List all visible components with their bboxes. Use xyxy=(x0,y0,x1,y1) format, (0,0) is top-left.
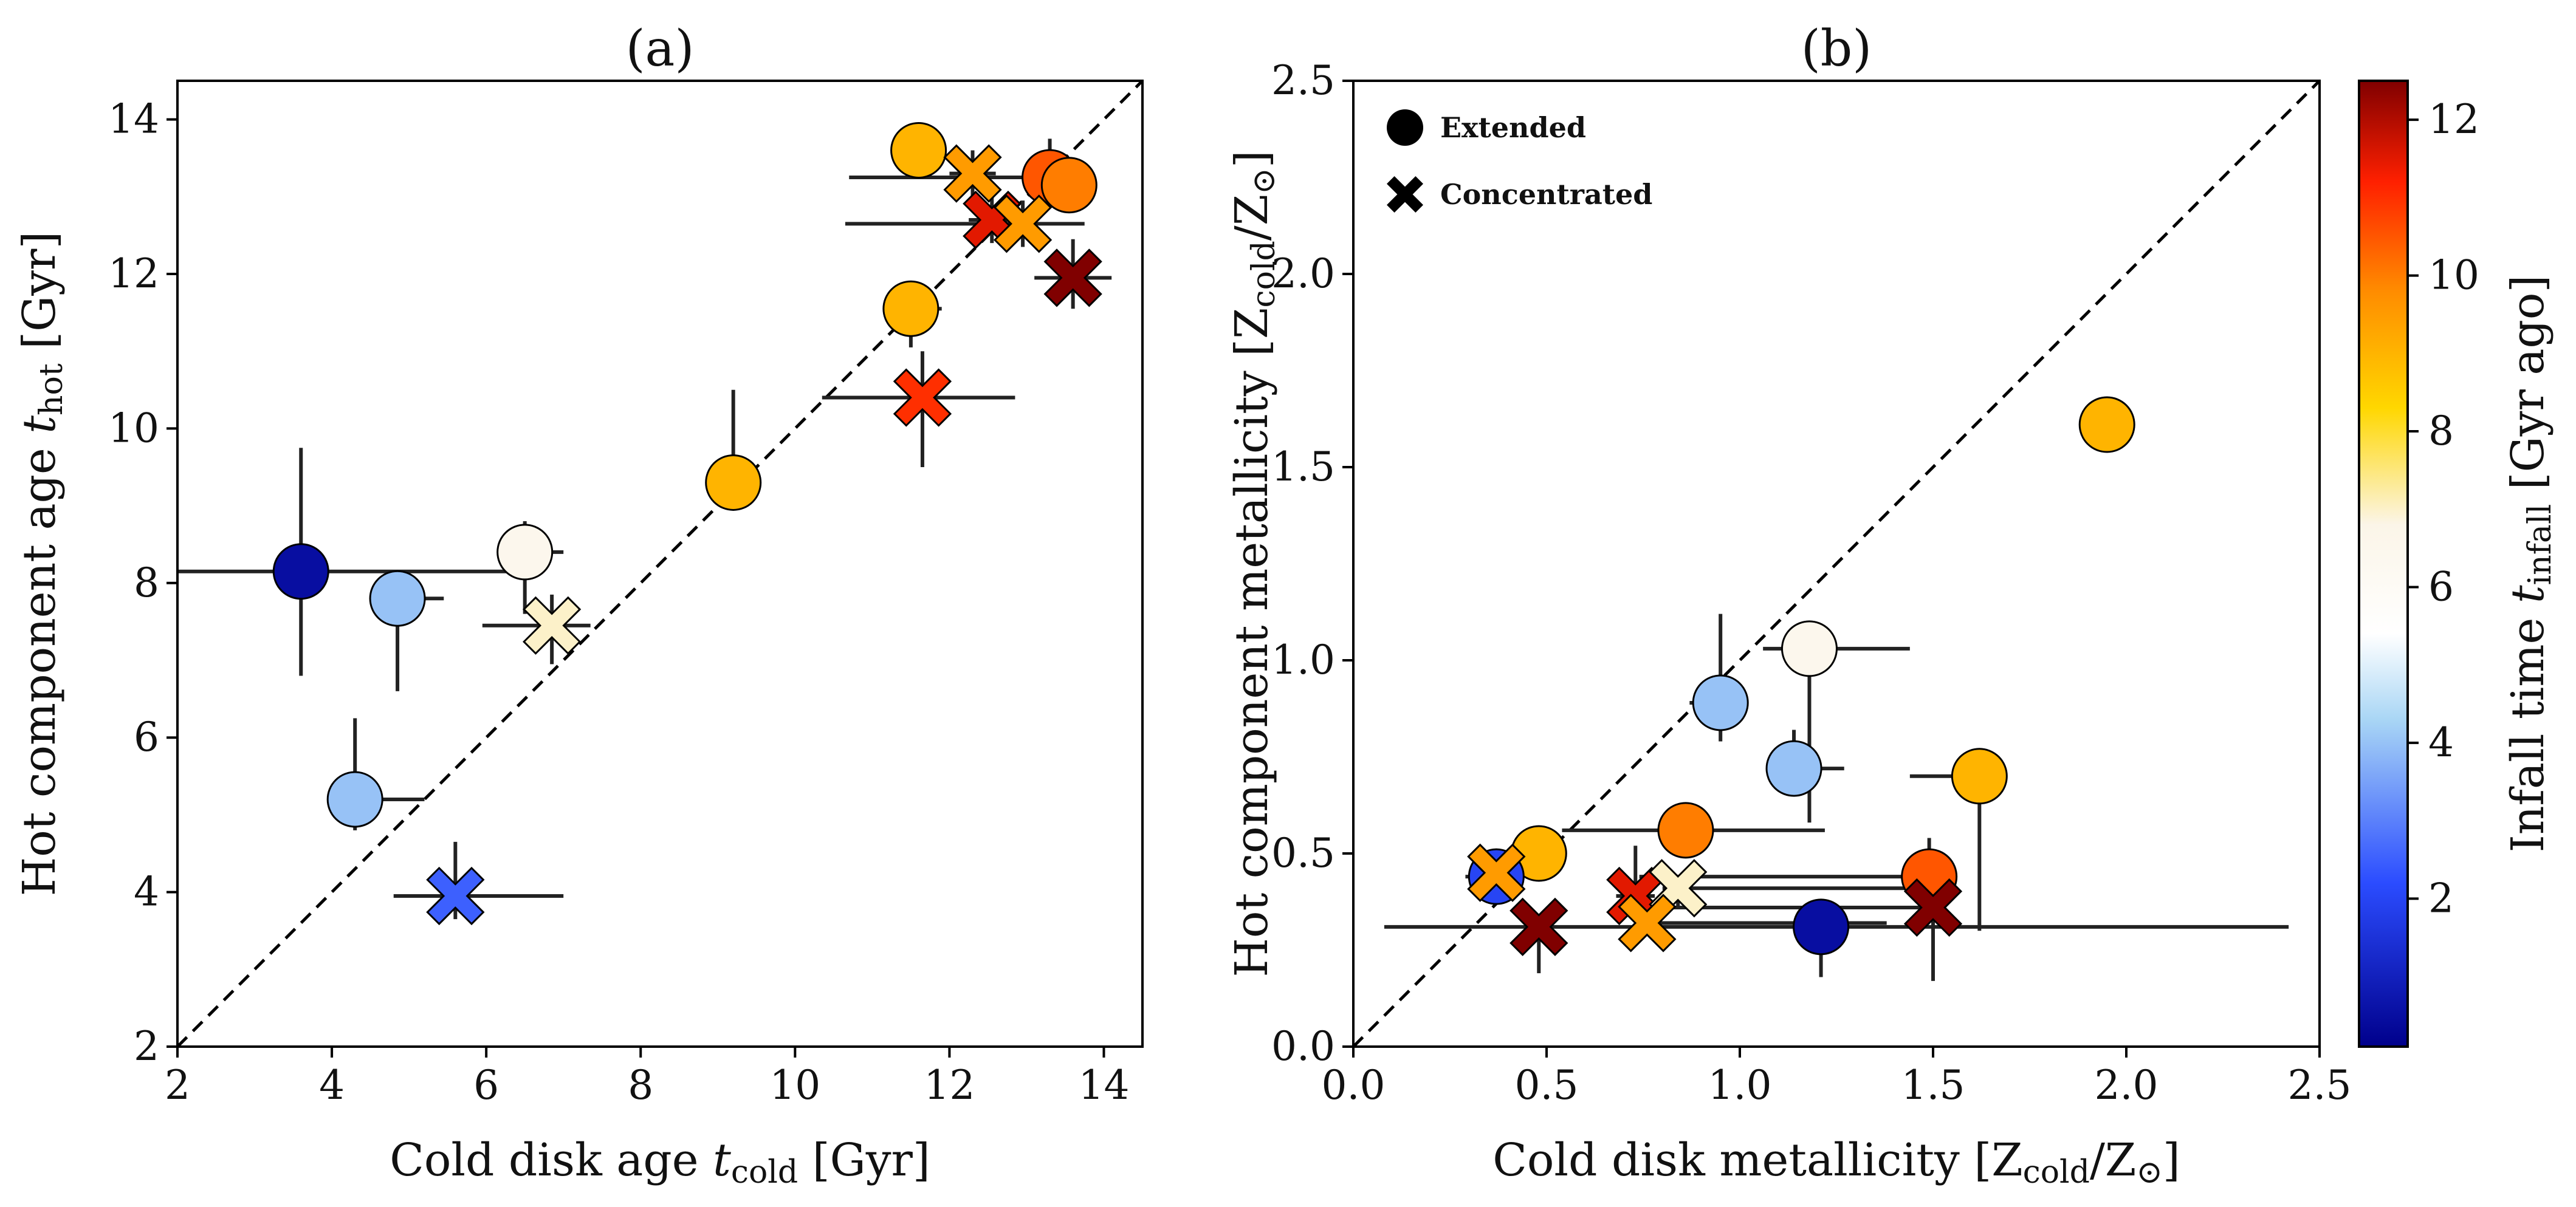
data-point-extended xyxy=(326,771,383,828)
panel-a-title: (a) xyxy=(626,20,695,78)
panel-a: (a) 2 4 6 8 10 12 14 2 4 6 8 10 12 14 Cold disk age t… xyxy=(13,20,1144,1191)
legend-marker-extended xyxy=(1387,109,1423,146)
data-point-extended xyxy=(890,121,947,179)
x-tick-label: 2 xyxy=(165,1062,190,1109)
y-tick-label: 1.0 xyxy=(1271,637,1335,683)
data-point-extended xyxy=(1781,620,1838,677)
x-tick-label: 2.0 xyxy=(2095,1062,2159,1109)
x-tick-label: 4 xyxy=(319,1062,345,1109)
colorbar-tick-label: 6 xyxy=(2428,563,2454,610)
y-tick-label: 8 xyxy=(134,559,159,606)
panel-b-title: (b) xyxy=(1801,20,1872,78)
data-point-extended xyxy=(496,524,554,581)
x-tick-label: 10 xyxy=(769,1062,820,1109)
data-point-extended xyxy=(2078,396,2135,453)
data-point-extended xyxy=(1040,157,1097,214)
data-point-extended xyxy=(1657,802,1714,859)
data-point-extended xyxy=(1692,674,1749,731)
data-point-concentrated xyxy=(893,368,952,427)
panel-b: (b) 0.0 0.5 1.0 1.5 2.0 2.5 0.0 0.5 1.0 1.5 2.0 2.5… xyxy=(1226,20,2351,1191)
y-tick-label: 6 xyxy=(134,714,159,761)
panel-b-x-label: Cold disk metallicity [Zcold/Z⊙] xyxy=(1492,1134,2180,1191)
panel-b-y-label: Hot component metallicity [Zcold/Z⊙] xyxy=(1226,150,1282,977)
y-tick-label: 12 xyxy=(108,250,159,297)
panel-a-frame xyxy=(176,80,1144,1048)
y-tick-label: 14 xyxy=(108,96,159,143)
data-point-concentrated xyxy=(523,596,582,655)
data-point-extended xyxy=(1793,898,1850,956)
y-tick-label: 0.5 xyxy=(1271,830,1335,877)
data-point-concentrated xyxy=(1467,843,1526,902)
data-point-extended xyxy=(369,570,426,627)
data-point-extended xyxy=(882,280,939,337)
data-point-concentrated xyxy=(1510,897,1568,956)
y-tick-label: 4 xyxy=(134,869,159,915)
legend: Extended Concentrated xyxy=(1387,109,1652,213)
colorbar-tick-label: 8 xyxy=(2428,408,2454,454)
data-point-concentrated xyxy=(426,866,485,926)
x-tick-label: 1.5 xyxy=(1901,1062,1965,1109)
panel-b-frame xyxy=(1352,80,2321,1048)
colorbar-label: Infall time tinfall [Gyr ago] xyxy=(2502,275,2558,853)
x-tick-label: 0.0 xyxy=(1322,1062,1386,1109)
data-point-concentrated xyxy=(1043,248,1102,307)
legend-label-extended: Extended xyxy=(1440,111,1586,144)
x-tick-label: 2.5 xyxy=(2288,1062,2352,1109)
colorbar-tick-label: 12 xyxy=(2428,96,2479,143)
panel-a-y-label: Hot component age thot [Gyr] xyxy=(13,231,70,897)
colorbar: 2 4 6 8 10 12 Infall time tinfall [Gyr ago] xyxy=(2358,80,2558,1048)
x-tick-label: 12 xyxy=(924,1062,975,1109)
colorbar-tick-label: 4 xyxy=(2428,719,2454,766)
data-point-extended xyxy=(1951,748,2008,805)
colorbar-tick-label: 10 xyxy=(2428,252,2479,299)
data-point-concentrated xyxy=(1618,894,1677,952)
y-tick-label: 2.0 xyxy=(1271,250,1335,297)
data-point-concentrated xyxy=(1903,878,1963,937)
legend-label-concentrated: Concentrated xyxy=(1440,178,1652,211)
data-point-extended xyxy=(705,454,762,511)
colorbar-tick-label: 2 xyxy=(2428,875,2454,921)
y-tick-label: 1.5 xyxy=(1271,443,1335,490)
x-tick-label: 1.0 xyxy=(1708,1062,1772,1109)
y-tick-label: 10 xyxy=(108,405,159,451)
x-tick-label: 0.5 xyxy=(1515,1062,1579,1109)
data-point-extended xyxy=(1765,740,1822,797)
colorbar-gradient xyxy=(2359,81,2408,1047)
y-tick-label: 2 xyxy=(134,1023,159,1070)
legend-marker-concentrated xyxy=(1387,176,1423,213)
y-tick-label: 2.5 xyxy=(1271,57,1335,104)
panel-a-x-label: Cold disk age tcold [Gyr] xyxy=(390,1134,930,1191)
data-point-extended xyxy=(272,543,329,600)
data-point-concentrated xyxy=(993,194,1053,253)
x-tick-label: 8 xyxy=(628,1062,653,1109)
colorbar-frame xyxy=(2358,80,2409,1048)
x-tick-label: 14 xyxy=(1078,1062,1129,1109)
x-tick-label: 6 xyxy=(473,1062,499,1109)
y-tick-label: 0.0 xyxy=(1271,1023,1335,1070)
data-point-concentrated xyxy=(943,144,1002,203)
